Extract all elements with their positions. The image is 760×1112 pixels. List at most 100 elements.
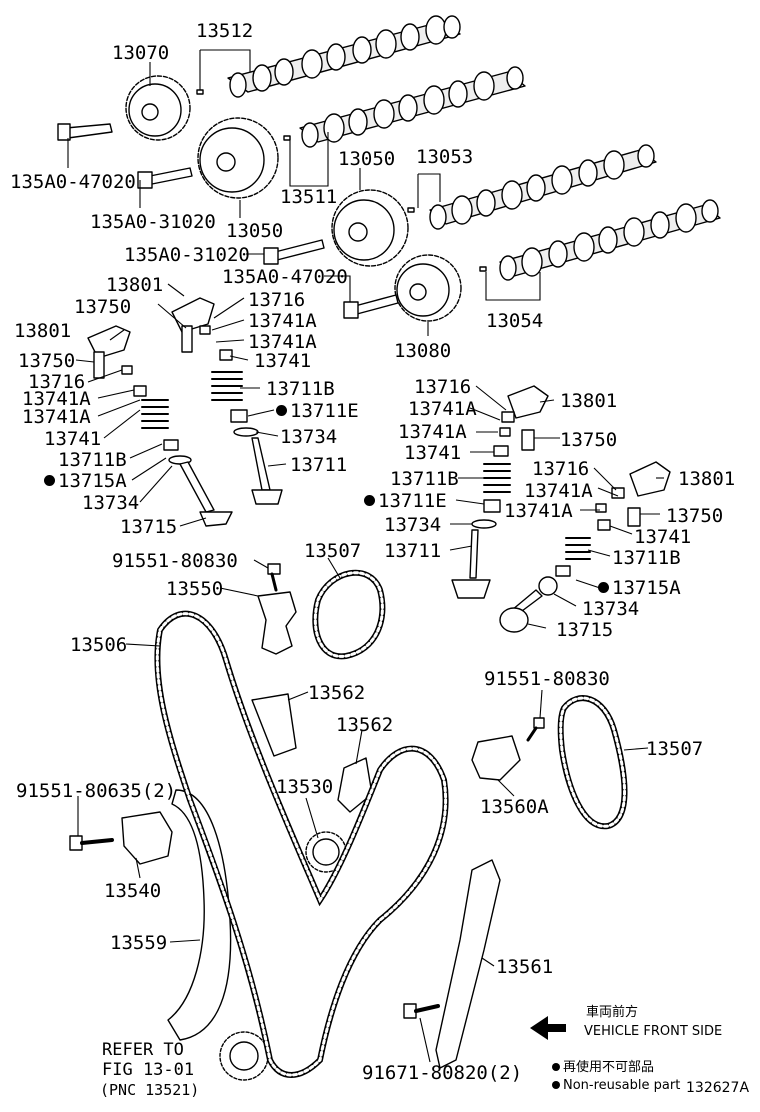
crank-sprocket: [219, 1031, 269, 1081]
part-label-13741a-a: 13741A: [248, 310, 317, 332]
part-label-13507-b: 13507: [646, 738, 704, 760]
bolt-135a0-47020-a: [57, 123, 113, 141]
valve-group-3: [451, 385, 549, 599]
part-label-13715-b: 13715: [556, 619, 614, 641]
tensioner-13550: [257, 591, 297, 655]
part-label-13561: 13561: [496, 956, 554, 978]
part-label-13716-c: 13716: [414, 376, 472, 398]
part-label-13741-c: 13741: [404, 442, 462, 464]
part-label-13050-b: 13050: [338, 148, 396, 170]
vvt-gear-13080: [394, 254, 462, 322]
pin-13511: [283, 135, 291, 141]
part-label-text: 13715A: [612, 577, 681, 599]
part-label-13711b-a: 13711B: [266, 378, 335, 400]
part-label-13711-b: 13711: [384, 540, 442, 562]
timing-chain-13506: [154, 610, 449, 1078]
part-label-13562-a: 13562: [308, 682, 366, 704]
pin-13053: [407, 207, 415, 213]
camshaft-3: [429, 144, 657, 230]
part-label-13741-d: 13741: [634, 526, 692, 548]
part-label-13801-b: 13801: [14, 320, 72, 342]
part-label-13734-a: 13734: [280, 426, 338, 448]
valve-group-4: [499, 461, 671, 633]
part-label-91551-80830-b: 91551-80830: [484, 668, 610, 690]
bolt-91551-80830-b: [526, 717, 545, 742]
part-label-13050-a: 13050: [226, 220, 284, 242]
part-label-91671-80820: 91671-80820(2): [362, 1062, 523, 1084]
part-label-text: 13715A: [58, 470, 127, 492]
part-label-13070: 13070: [112, 42, 170, 64]
chain-damper-13562-b: [337, 757, 373, 813]
part-label-13512: 13512: [196, 20, 254, 42]
part-label-135a0-31020-b: 135A0-31020: [124, 244, 250, 266]
part-label-135a0-47020-a: 135A0-47020: [10, 171, 136, 193]
part-label-13711b-d: 13711B: [612, 547, 681, 569]
part-label-135a0-47020-b: 135A0-47020: [222, 266, 348, 288]
part-label-13801-d: 13801: [678, 468, 736, 490]
part-label-13750-a: 13750: [74, 296, 132, 318]
chain-13507-b: [557, 695, 628, 830]
part-label-13741a-g: 13741A: [524, 480, 593, 502]
part-label-13507-a: 13507: [304, 540, 362, 562]
nonreusable-en-text: Non-reusable part: [563, 1078, 681, 1093]
part-label-text: 13711E: [378, 490, 447, 512]
sprocket-13530: [305, 831, 347, 873]
part-label-13715a-a: 13715A: [44, 470, 127, 492]
part-label-13715a-b: 13715A: [598, 577, 681, 599]
part-label-13741-b: 13741: [44, 428, 102, 450]
part-label-13741a-c: 13741A: [22, 388, 91, 410]
part-label-13715-a: 13715: [120, 516, 178, 538]
filled-dot-icon: [552, 1080, 560, 1089]
bolt-91551-80635: [69, 835, 114, 851]
pin-13512: [196, 89, 204, 95]
part-label-13741-a: 13741: [254, 350, 312, 372]
leader-lines: [67, 49, 664, 1063]
part-label-91551-80635: 91551-80635(2): [16, 780, 177, 802]
reference-line-3: (PNC 13521): [100, 1081, 200, 1099]
filled-dot-icon: [276, 405, 287, 416]
nonreusable-en: Non-reusable part: [552, 1078, 680, 1094]
part-label-13080: 13080: [394, 340, 452, 362]
part-label-13711-a: 13711: [290, 454, 348, 476]
vvt-gear-13050-a: [197, 117, 279, 199]
camshaft-2: [299, 66, 526, 148]
part-label-13711b-c: 13711B: [390, 468, 459, 490]
vvt-gear-13050-b: [331, 189, 409, 267]
part-label-13741a-f: 13741A: [398, 421, 467, 443]
camshaft-4: [499, 199, 721, 281]
part-label-13562-b: 13562: [336, 714, 394, 736]
pin-13054: [479, 266, 487, 272]
bolt-91671-80820: [403, 1003, 440, 1019]
part-label-13550: 13550: [166, 578, 224, 600]
part-label-13716-a: 13716: [248, 289, 306, 311]
part-label-13716-d: 13716: [532, 458, 590, 480]
part-label-13506: 13506: [70, 634, 128, 656]
nonreusable-jp: 再使用不可部品: [552, 1060, 654, 1076]
part-label-13560a: 13560A: [480, 796, 549, 818]
valve-group-1: [171, 297, 283, 505]
nonreusable-jp-text: 再使用不可部品: [563, 1060, 655, 1075]
vvt-gear-13070: [125, 75, 191, 141]
filled-dot-icon: [364, 495, 375, 506]
tensioner-13560a: [471, 735, 521, 781]
part-label-13734-b: 13734: [82, 492, 140, 514]
part-label-13734-d: 13734: [582, 598, 640, 620]
bolt-135a0-31020-b: [263, 239, 325, 265]
part-label-91551-80830-a: 91551-80830: [112, 550, 238, 572]
part-label-13741a-d: 13741A: [22, 406, 91, 428]
part-label-13054: 13054: [486, 310, 544, 332]
chain-13507-a: [312, 569, 386, 660]
part-label-13801-a: 13801: [106, 274, 164, 296]
figure-id: 132627A: [686, 1080, 750, 1096]
part-label-13734-c: 13734: [384, 514, 442, 536]
part-label-13741a-h: 13741A: [504, 500, 573, 522]
vehicle-front-en: VEHICLE FRONT SIDE: [584, 1024, 723, 1039]
part-label-13750-c: 13750: [560, 429, 618, 451]
tensioner-13540: [121, 811, 173, 865]
bolt-135a0-47020-b: [343, 294, 399, 319]
chain-guide-13559: [167, 789, 232, 1041]
bolt-91551-80830-a: [267, 563, 281, 592]
part-label-13801-c: 13801: [560, 390, 618, 412]
